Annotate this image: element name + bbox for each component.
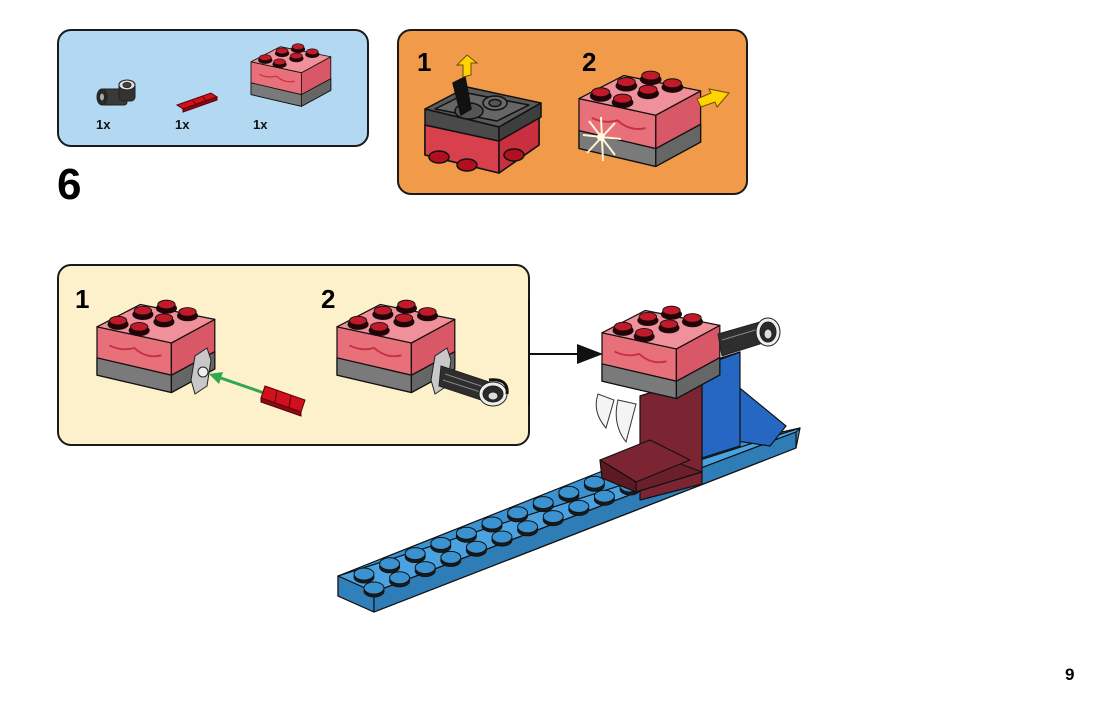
part-qty-light-brick: 1x bbox=[253, 117, 268, 132]
substep-number-2: 2 bbox=[321, 284, 336, 314]
stud bbox=[430, 536, 452, 550]
substep-number-1: 1 bbox=[75, 284, 90, 314]
light-brick-press-illustration bbox=[578, 70, 730, 168]
stud bbox=[389, 571, 411, 585]
parts-list-panel: 1x 1x 1x bbox=[57, 29, 369, 147]
yellow-press-arrow-icon bbox=[696, 88, 730, 108]
stud bbox=[455, 526, 477, 540]
red-pin-part-icon bbox=[175, 92, 219, 113]
insert-pin-illustration bbox=[96, 299, 306, 417]
red-pin-icon bbox=[260, 385, 306, 417]
stud bbox=[568, 499, 590, 513]
stud bbox=[542, 510, 564, 524]
main-model-illustration bbox=[337, 305, 801, 613]
stud bbox=[507, 506, 529, 520]
attach-connector-illustration bbox=[336, 299, 509, 407]
stud bbox=[558, 485, 580, 499]
stud bbox=[379, 557, 401, 571]
stud bbox=[583, 475, 605, 489]
yellow-up-arrow-icon bbox=[455, 54, 479, 78]
stud bbox=[491, 530, 513, 544]
step-number: 6 bbox=[57, 160, 82, 209]
substep-number-1: 1 bbox=[417, 47, 432, 77]
stud bbox=[353, 567, 375, 581]
light-flash-icon bbox=[582, 116, 622, 162]
arrow-right-icon bbox=[577, 344, 603, 364]
callout-connector bbox=[528, 300, 603, 406]
stud bbox=[440, 550, 462, 564]
page-number: 9 bbox=[1065, 665, 1075, 684]
stud bbox=[404, 547, 426, 561]
light-brick-substep-panel: 1 2 bbox=[397, 29, 748, 195]
white-teeth bbox=[595, 393, 637, 444]
light-brick-part-icon bbox=[250, 43, 332, 107]
assembly-substep-panel: 1 2 bbox=[57, 264, 530, 446]
stud bbox=[593, 489, 615, 503]
stud bbox=[465, 540, 487, 554]
gear-socket-icon bbox=[190, 347, 212, 395]
stud bbox=[532, 496, 554, 510]
blue-plate-studs bbox=[353, 455, 667, 598]
stud bbox=[481, 516, 503, 530]
green-insert-arrow-icon bbox=[209, 372, 268, 396]
part-qty-connector: 1x bbox=[96, 117, 111, 132]
black-connector-part-icon bbox=[96, 79, 136, 106]
stud bbox=[414, 561, 436, 575]
part-qty-pin: 1x bbox=[175, 117, 190, 132]
substep-number-2: 2 bbox=[582, 47, 597, 77]
light-brick-bottom-view-illustration bbox=[424, 54, 542, 174]
stud bbox=[517, 520, 539, 534]
stud bbox=[363, 581, 385, 595]
